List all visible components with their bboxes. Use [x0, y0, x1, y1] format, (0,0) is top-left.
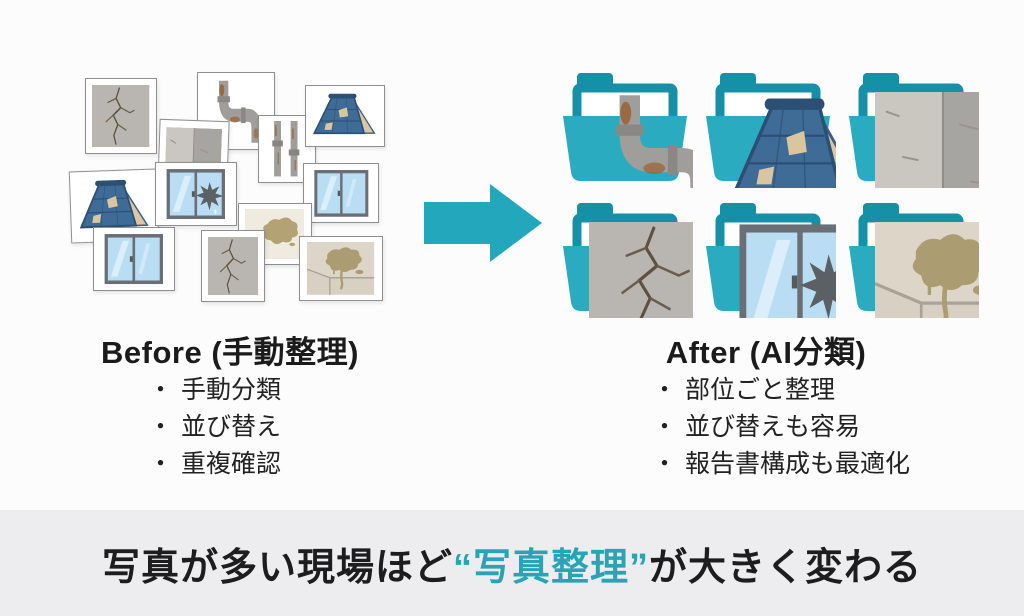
before-bullet-2-label: 並び替え	[181, 412, 282, 441]
crack-illustration-icon	[92, 85, 149, 147]
bullet-dot-icon: ・	[652, 412, 678, 441]
folder-icon	[849, 73, 973, 181]
folder-leak-corner	[843, 198, 979, 318]
before-bullet-1: ・ 手動分類	[148, 369, 281, 406]
after-heading: After (AI分類)	[665, 335, 867, 370]
photo-window	[93, 227, 175, 291]
before-heading: Before (手動整理)	[101, 335, 359, 370]
after-bullet-3: ・ 報告書構成も最適化	[652, 443, 910, 480]
window-illustration-icon	[101, 233, 167, 285]
before-bullet-3-label: 重複確認	[181, 449, 282, 478]
right-arrow-icon	[424, 184, 542, 262]
before-bullet-3: ・ 重複確認	[148, 443, 281, 480]
photo-roof	[305, 85, 385, 147]
photo-pile	[60, 62, 396, 324]
bottom-banner: 写真が多い現場ほど“写真整理”が大きく変わる	[0, 510, 1024, 616]
crack-illustration-icon	[208, 237, 259, 296]
bullet-dot-icon: ・	[148, 412, 174, 441]
banner-highlight: “写真整理”	[452, 546, 649, 589]
photo-window	[303, 163, 379, 223]
window-illustration-icon	[311, 169, 372, 218]
leak-corner-illustration-icon	[307, 242, 374, 295]
before-bullet-list: ・ 手動分類 ・ 並び替え ・ 重複確認	[148, 369, 281, 480]
window-broken-illustration-icon	[163, 168, 229, 220]
roof-illustration-icon	[313, 91, 377, 141]
photo-window-broken	[155, 162, 237, 226]
bullet-dot-icon: ・	[148, 375, 174, 404]
folder-roof	[700, 68, 836, 188]
bullet-dot-icon: ・	[148, 449, 174, 478]
photo-leak-corner	[299, 236, 383, 301]
before-bullet-1-label: 手動分類	[181, 375, 282, 404]
folder-window-broken	[700, 198, 836, 318]
folder-grid	[550, 60, 986, 322]
folder-wall	[843, 68, 979, 188]
folder-icon	[706, 203, 830, 311]
folder-icon	[563, 73, 687, 181]
folder-icon	[563, 203, 687, 311]
banner-suffix: が大きく変わる	[649, 546, 923, 589]
before-after-arrow-icon	[424, 184, 542, 262]
after-bullet-3-label: 報告書構成も最適化	[685, 449, 911, 478]
photo-crack	[85, 78, 157, 154]
bullet-dot-icon: ・	[652, 449, 678, 478]
folder-icon	[849, 203, 973, 311]
bullet-dot-icon: ・	[652, 375, 678, 404]
folder-crack	[557, 198, 693, 318]
before-bullet-2: ・ 並び替え	[148, 406, 281, 443]
folder-pipe-elbow	[557, 68, 693, 188]
after-bullet-1: ・ 部位ごと整理	[652, 369, 910, 406]
banner-prefix: 写真が多い現場ほど	[101, 546, 453, 589]
after-bullet-2: ・ 並び替えも容易	[652, 406, 910, 443]
after-bullet-list: ・ 部位ごと整理 ・ 並び替えも容易 ・ 報告書構成も最適化	[652, 369, 910, 480]
photo-crack	[201, 230, 265, 302]
banner-text: 写真が多い現場ほど“写真整理”が大きく変わる	[102, 536, 922, 591]
after-bullet-1-label: 部位ごと整理	[685, 375, 836, 404]
folder-icon	[706, 73, 830, 181]
after-bullet-2-label: 並び替えも容易	[685, 412, 861, 441]
